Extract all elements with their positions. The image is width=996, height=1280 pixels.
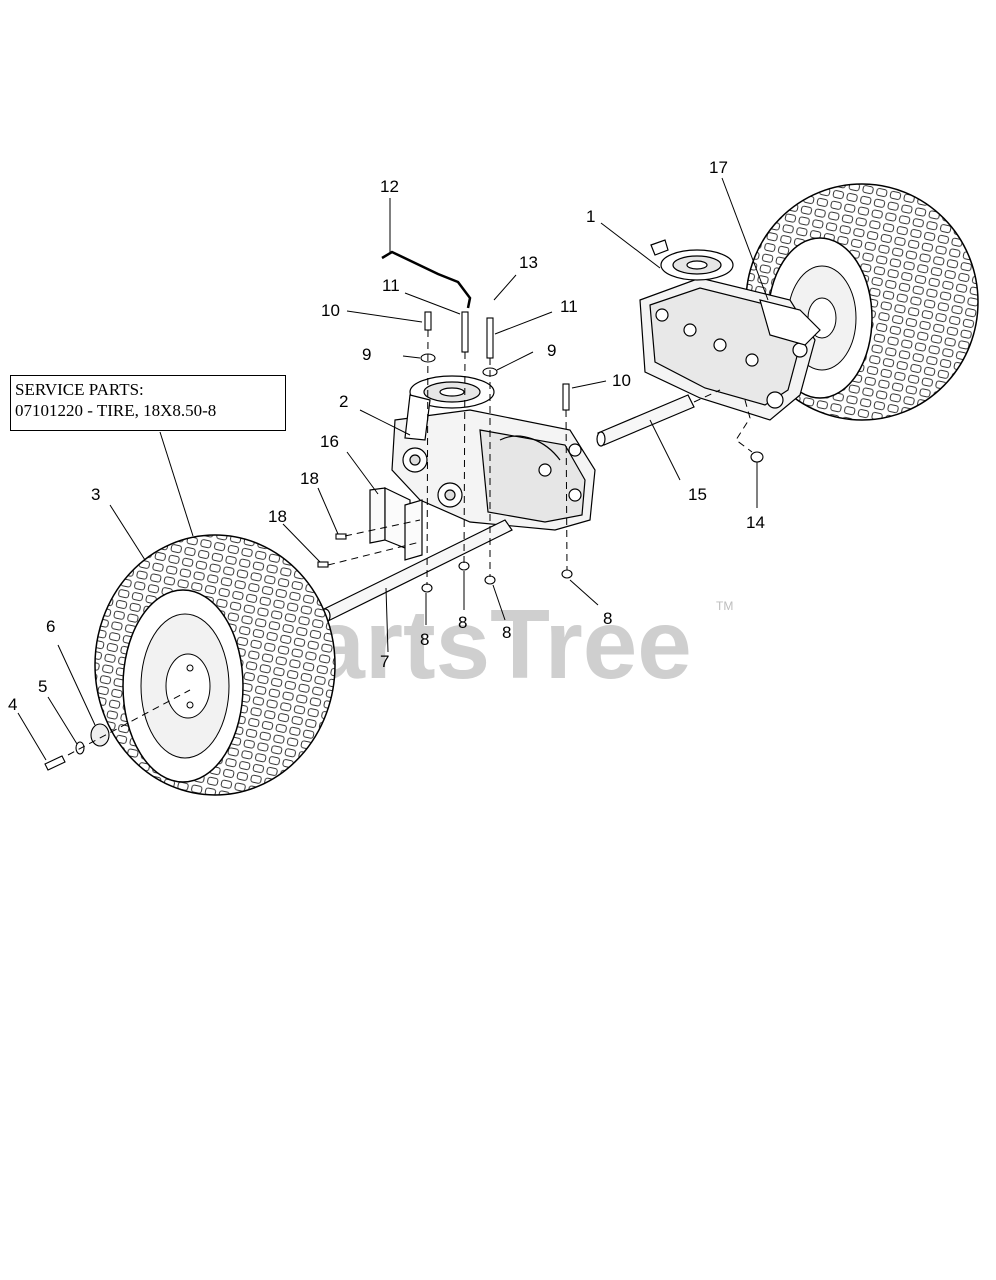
center-transaxle [391, 375, 596, 531]
callout-8c: 8 [502, 623, 511, 642]
callout-11a: 11 [382, 276, 400, 295]
right-transaxle [639, 239, 821, 421]
callouts: 1 2 3 4 5 6 7 8 8 8 8 9 9 10 10 11 11 12… [8, 158, 765, 714]
callout-1: 1 [586, 207, 595, 226]
callout-5: 5 [38, 677, 47, 696]
callout-8b: 8 [458, 613, 467, 632]
callout-9a: 9 [362, 345, 371, 364]
callout-10b: 10 [612, 371, 631, 390]
callout-16: 16 [320, 432, 339, 451]
callout-10a: 10 [321, 301, 340, 320]
watermark-tm: TM [716, 599, 733, 613]
service-parts-line: 07101220 - TIRE, 18X8.50-8 [15, 401, 217, 420]
callout-8d: 8 [603, 609, 612, 628]
callout-12: 12 [380, 177, 399, 196]
callout-6: 6 [46, 617, 55, 636]
assembly-lines [67, 329, 753, 756]
service-parts-box: SERVICE PARTS: 07101220 - TIRE, 18X8.50-… [10, 375, 286, 431]
callout-2: 2 [339, 392, 348, 411]
callout-18a: 18 [300, 469, 319, 488]
callout-7: 7 [380, 652, 389, 671]
tube [596, 394, 695, 447]
callout-15: 15 [688, 485, 707, 504]
left-tire [94, 534, 336, 796]
callout-18b: 18 [268, 507, 287, 526]
callout-4: 4 [8, 695, 17, 714]
leader-lines [17, 177, 769, 761]
callout-9b: 9 [547, 341, 556, 360]
service-parts-title: SERVICE PARTS: [15, 380, 144, 399]
callout-13: 13 [519, 253, 538, 272]
callout-3: 3 [91, 485, 100, 504]
callout-17: 17 [709, 158, 728, 177]
callout-11b: 11 [560, 297, 578, 316]
bracket [369, 487, 423, 561]
callout-14: 14 [746, 513, 765, 532]
callout-8a: 8 [420, 630, 429, 649]
